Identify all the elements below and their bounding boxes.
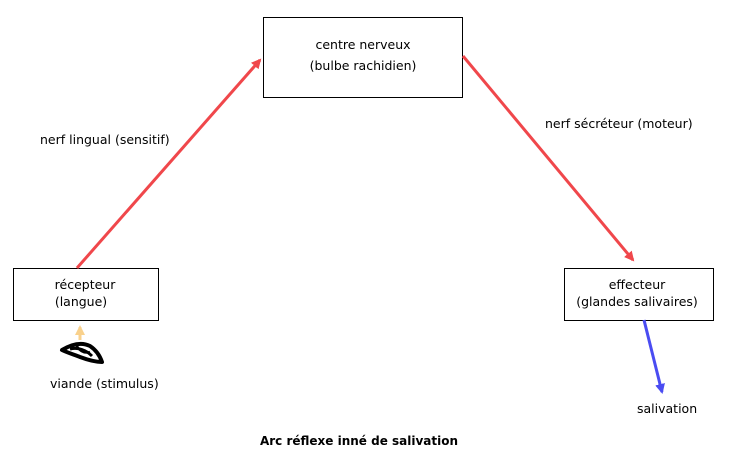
stimulus-label: viande (stimulus) xyxy=(50,376,159,391)
meat-scribble-icon xyxy=(60,341,104,364)
recepteur-label: récepteur xyxy=(55,277,117,292)
effecteur-label: effecteur xyxy=(609,277,666,292)
nerf-sensitif-label: nerf lingual (sensitif) xyxy=(40,132,170,147)
node-centre-nerveux: centre nerveux (bulbe rachidien) xyxy=(263,17,463,98)
diagram-caption: Arc réflexe inné de salivation xyxy=(260,434,458,448)
centre-nerveux-sublabel: (bulbe rachidien) xyxy=(310,58,417,73)
effecteur-sublabel: (glandes salivaires) xyxy=(576,294,698,309)
salivation-label: salivation xyxy=(637,401,697,416)
node-recepteur: récepteur (langue) xyxy=(13,268,159,321)
nerf-sensitif-arrow xyxy=(75,58,262,269)
nerf-moteur-arrow xyxy=(461,55,635,262)
centre-nerveux-label: centre nerveux xyxy=(315,37,410,52)
nerf-moteur-label: nerf sécréteur (moteur) xyxy=(545,116,693,131)
salivation-arrow xyxy=(642,319,665,394)
recepteur-sublabel: (langue) xyxy=(55,294,107,309)
node-effecteur: effecteur (glandes salivaires) xyxy=(564,268,714,321)
